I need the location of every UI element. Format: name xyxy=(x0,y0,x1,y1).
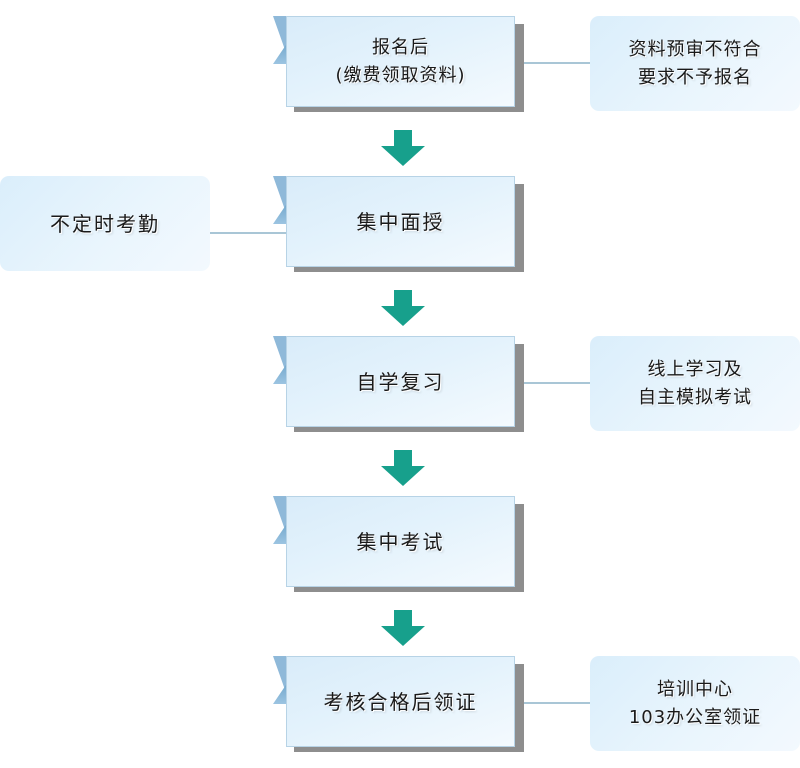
note-line: 要求不予报名 xyxy=(638,66,752,88)
step-sublabel: (缴费领取资料) xyxy=(335,64,466,86)
connector-step1-note xyxy=(518,62,592,64)
down-arrow-icon xyxy=(381,450,425,486)
note-attendance: 不定时考勤 xyxy=(0,176,210,271)
step-certificate: 考核合格后领证 xyxy=(273,656,524,756)
connector-note-step2 xyxy=(210,232,290,234)
step-register: 报名后 (缴费领取资料) xyxy=(273,16,524,116)
step-label: 集中考试 xyxy=(356,529,445,554)
note-line: 不定时考勤 xyxy=(50,211,160,236)
note-line: 自主模拟考试 xyxy=(638,386,752,408)
note-online-study: 线上学习及 自主模拟考试 xyxy=(590,336,800,431)
step-box: 报名后 (缴费领取资料) xyxy=(286,16,515,107)
step-box: 集中面授 xyxy=(286,176,515,267)
note-line: 103办公室领证 xyxy=(628,706,762,728)
note-line: 线上学习及 xyxy=(647,358,743,380)
step-box: 集中考试 xyxy=(286,496,515,587)
step-lecture: 集中面授 xyxy=(273,176,524,276)
step-exam: 集中考试 xyxy=(273,496,524,596)
note-line: 培训中心 xyxy=(657,678,733,700)
step-label: 报名后 xyxy=(372,36,429,58)
step-self-study: 自学复习 xyxy=(273,336,524,436)
connector-step5-note xyxy=(518,702,592,704)
step-label: 集中面授 xyxy=(356,209,445,234)
step-box: 考核合格后领证 xyxy=(286,656,515,747)
down-arrow-icon xyxy=(381,610,425,646)
note-material-review: 资料预审不符合 要求不予报名 xyxy=(590,16,800,111)
note-certificate-pickup: 培训中心 103办公室领证 xyxy=(590,656,800,751)
step-label: 考核合格后领证 xyxy=(323,689,478,714)
connector-step3-note xyxy=(518,382,592,384)
note-line: 资料预审不符合 xyxy=(628,38,762,60)
down-arrow-icon xyxy=(381,290,425,326)
step-label: 自学复习 xyxy=(356,369,445,394)
step-box: 自学复习 xyxy=(286,336,515,427)
down-arrow-icon xyxy=(381,130,425,166)
